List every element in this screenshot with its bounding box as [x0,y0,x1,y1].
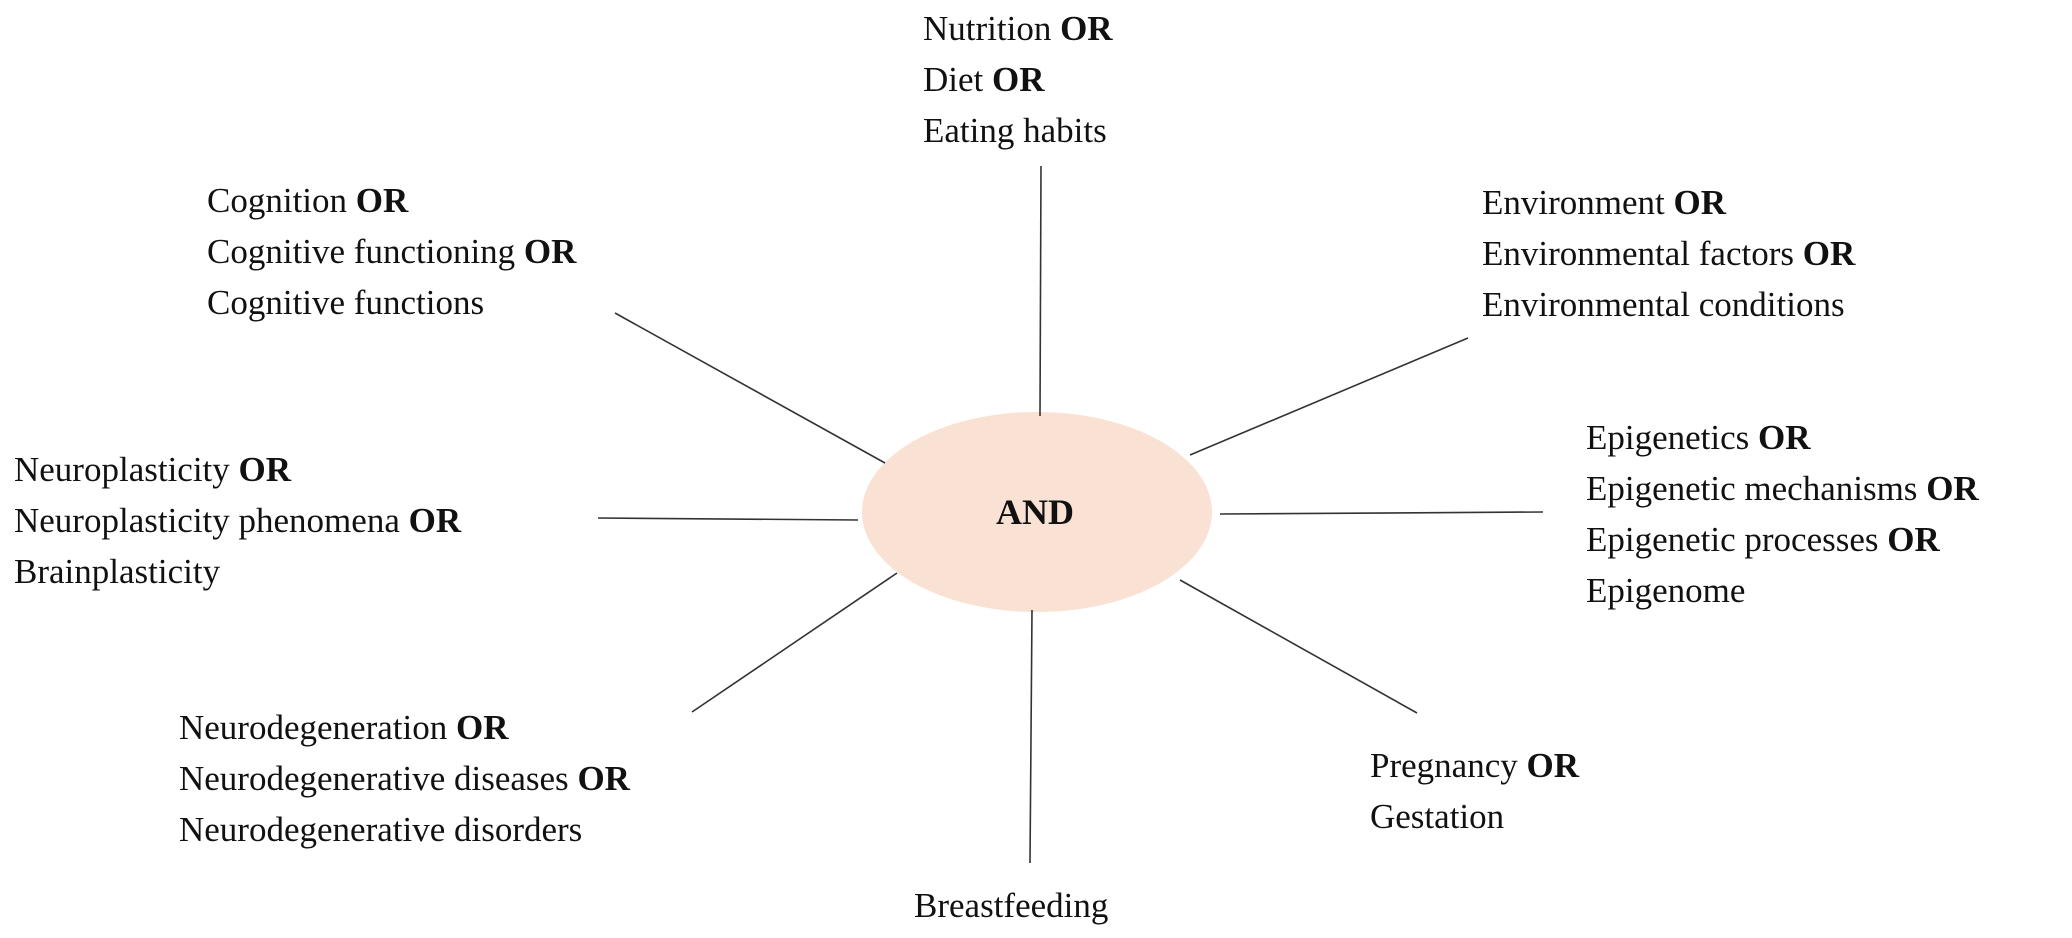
term-text: Pregnancy [1370,746,1518,785]
term-text: Neurodegenerative disorders [179,810,583,849]
or-operator: OR [238,450,292,489]
term-line: Epigenetics OR [1586,412,1979,463]
term-text: Environment [1482,183,1665,222]
term-line: Environmental conditions [1482,279,1855,330]
term-line: Environmental factors OR [1482,228,1855,279]
term-line: Cognition OR [207,175,576,226]
term-line: Environment OR [1482,177,1855,228]
or-operator: OR [1673,183,1727,222]
term-text: Eating habits [923,111,1107,150]
term-line: Eating habits [923,105,1113,156]
or-operator: OR [355,181,409,220]
or-operator: OR [992,60,1045,99]
connector-line-epigenetics [1219,511,1544,515]
term-line: Cognitive functions [207,277,576,328]
term-line: Nutrition OR [923,3,1113,54]
term-line: Neurodegeneration OR [179,702,630,753]
term-line: Gestation [1370,791,1579,842]
or-operator: OR [1926,469,1979,508]
connector-line-breastfeeding [1029,609,1033,864]
term-text: Gestation [1370,797,1505,836]
term-line: Neuroplasticity OR [14,444,461,495]
term-text: Cognitive functions [207,283,485,322]
term-text: Environmental factors [1482,234,1794,273]
term-text: Epigenome [1586,571,1746,610]
term-line: Neurodegenerative diseases OR [179,753,630,804]
term-text: Epigenetics [1586,418,1750,457]
term-text: Breastfeeding [914,886,1109,925]
term-line: Brainplasticity [14,546,461,597]
or-operator: OR [523,232,577,271]
term-line: Epigenome [1586,565,1979,616]
or-operator: OR [408,501,462,540]
term-line: Pregnancy OR [1370,740,1579,791]
connector-line-neurodegeneration [691,572,898,713]
or-operator: OR [1758,418,1811,457]
connector-line-neuroplasticity [597,517,859,521]
term-text: Diet [923,60,984,99]
term-line: Neuroplasticity phenomena OR [14,495,461,546]
term-group-breastfeeding: Breastfeeding [914,880,1108,931]
term-text: Brainplasticity [14,552,221,591]
center-and-label: AND [996,492,1074,532]
or-operator: OR [1887,520,1940,559]
term-text: Cognitive functioning [207,232,516,271]
or-operator: OR [1526,746,1579,785]
or-operator: OR [1802,234,1856,273]
term-text: Neuroplasticity phenomena [14,501,400,540]
connector-line-environment [1189,337,1469,456]
or-operator: OR [455,708,509,747]
term-text: Epigenetic mechanisms [1586,469,1918,508]
connector-line-cognition [614,312,886,464]
or-operator: OR [577,759,630,798]
term-text: Cognition [207,181,348,220]
term-text: Neuroplasticity [14,450,230,489]
term-text: Epigenetic processes [1586,520,1879,559]
term-text: Neurodegenerative diseases [179,759,569,798]
connector-line-nutrition [1039,165,1042,417]
term-line: Neurodegenerative disorders [179,804,630,855]
connector-lines [597,165,1544,864]
term-line: Epigenetic mechanisms OR [1586,463,1979,514]
term-line: Breastfeeding [914,880,1108,931]
connector-line-pregnancy [1179,579,1418,714]
term-group-pregnancy: Pregnancy OR Gestation [1370,740,1579,842]
term-line: Diet OR [923,54,1113,105]
term-line: Epigenetic processes OR [1586,514,1979,565]
center-node [862,412,1212,612]
or-operator: OR [1060,9,1113,48]
term-line: Cognitive functioning OR [207,226,576,277]
term-text: Nutrition [923,9,1052,48]
term-text: Environmental conditions [1482,285,1845,324]
term-text: Neurodegeneration [179,708,448,747]
